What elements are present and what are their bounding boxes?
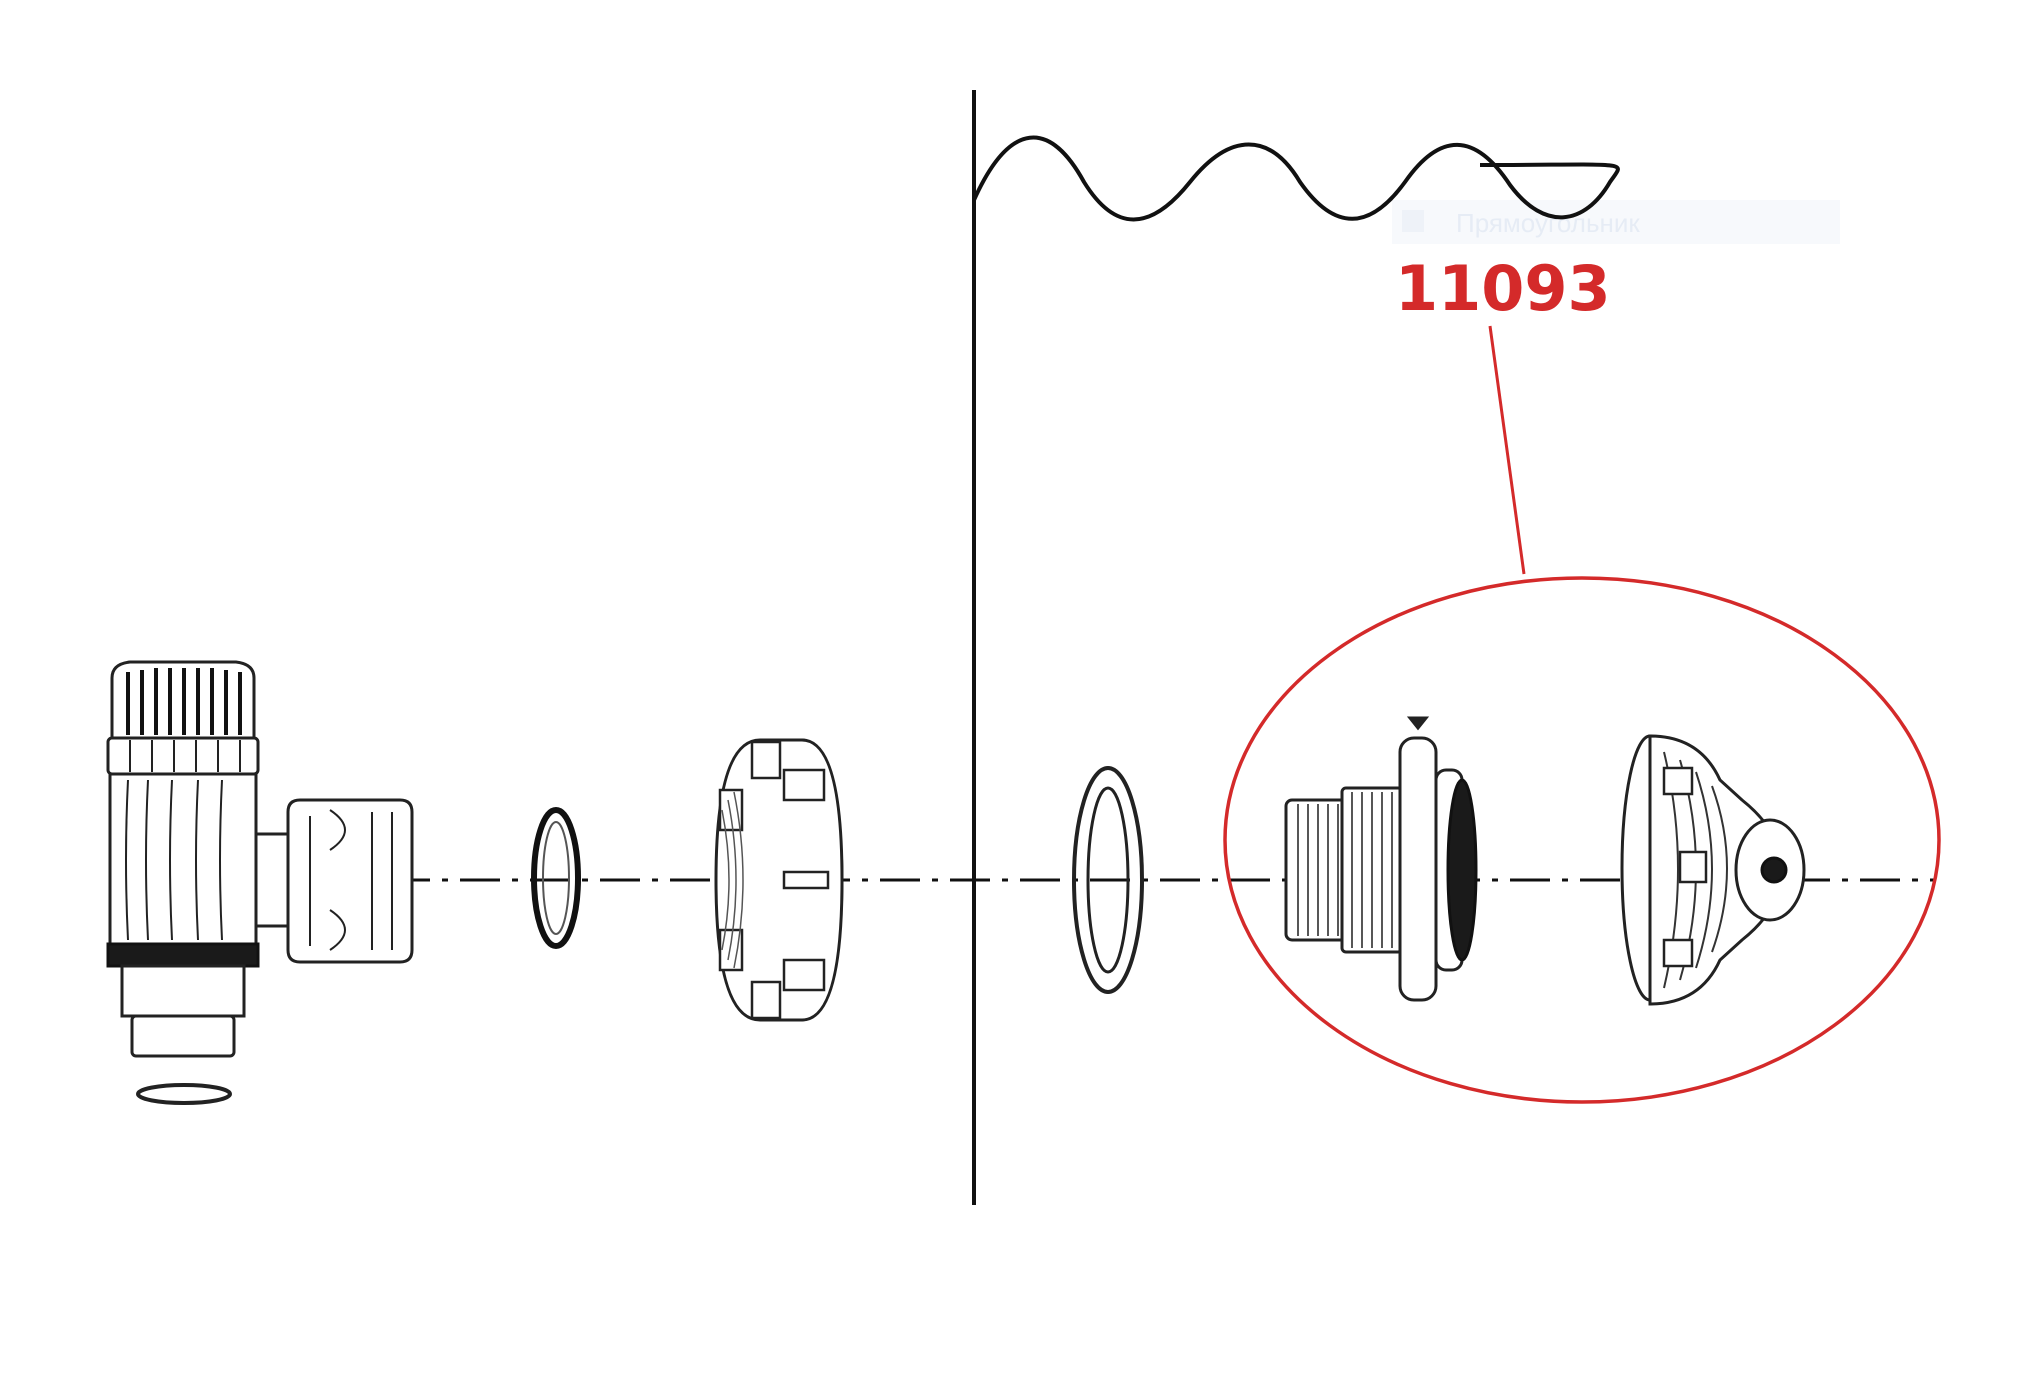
wall-fitting [1284,716,1478,1002]
small-oring [531,807,581,949]
lock-nut-thread [721,791,744,969]
fitting-threads [1297,792,1393,948]
lock-nut-lugs [718,740,830,1020]
valve-cap-ribs [126,668,242,735]
valve-collar-lines [129,740,241,772]
fitting-flange [1398,736,1438,1002]
lock-nut [714,738,844,1022]
inlet-eyeball-hole [1760,856,1788,884]
ghost-label-text: Прямоугольник [1456,208,1640,238]
water-surface-wave [972,135,1620,222]
valve-main-body [108,772,258,946]
ghost-label-box [1392,200,1840,244]
flat-gasket [1072,766,1144,994]
callout-leader-line [1488,325,1526,575]
inlet-cap [1620,734,1806,1006]
gasket-outer [1072,766,1144,994]
valve-body-flutes [125,779,223,941]
fitting-top-marker [1406,716,1430,731]
inlet-cap-lugs [1662,766,1708,968]
fitting-face [1446,778,1478,962]
valve-union-nut-detail [309,809,393,951]
valve-bottom-oring [136,1083,232,1105]
part-number-label: 11093 [1395,252,1611,325]
valve-union-nut [286,798,414,964]
gasket-inner [1086,786,1130,974]
ghost-label-icon [1402,210,1424,232]
small-oring-inner [542,821,570,935]
valve-oring-band [106,942,260,968]
valve-body [106,660,414,1058]
callout-circle [1223,576,1941,1104]
valve-lower-tip [130,1014,236,1058]
valve-lower-spigot [120,964,246,1018]
